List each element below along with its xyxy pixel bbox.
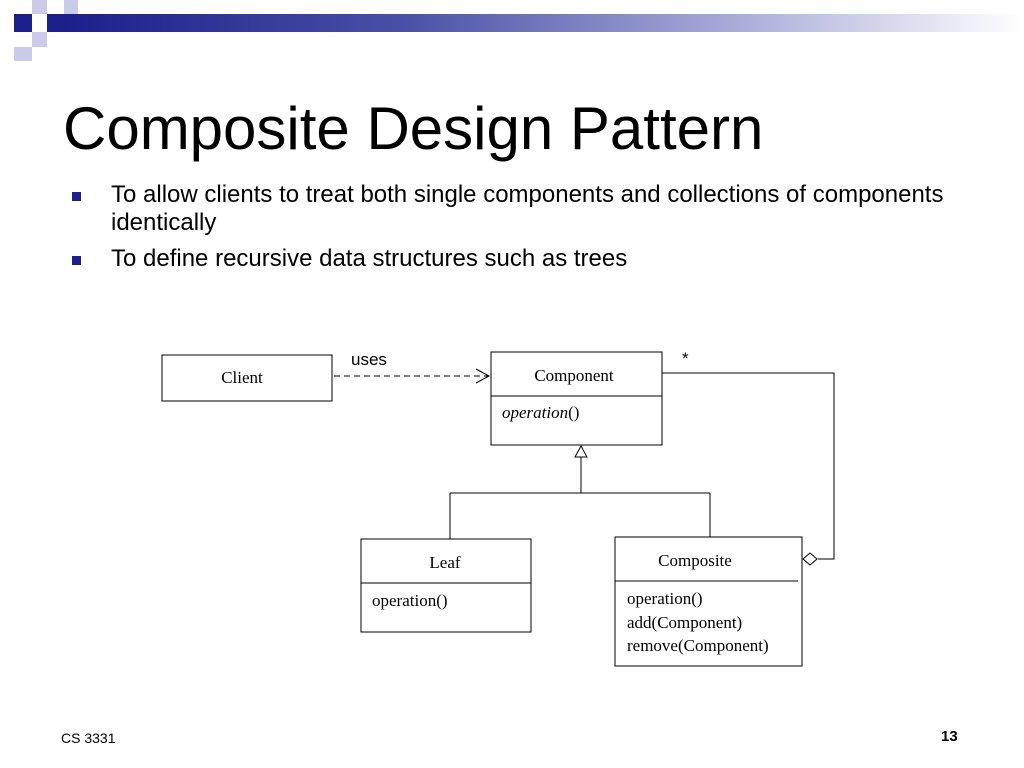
square-bullet-icon — [72, 192, 81, 201]
aggregation-association: * — [662, 349, 835, 566]
generalization — [449, 444, 711, 539]
component-class: Component operation() — [490, 351, 663, 446]
client-class: Client — [161, 354, 333, 402]
bullet-item: To allow clients to treat both single co… — [72, 181, 952, 237]
component-operation: operation() — [502, 403, 579, 422]
square-bullet-icon — [72, 256, 81, 265]
leaf-operation: operation() — [372, 591, 448, 610]
inheritance-triangle-icon — [574, 444, 588, 458]
title-gradient-bar — [64, 14, 1024, 32]
client-name: Client — [221, 368, 263, 387]
composite-method: add(Component) — [627, 613, 742, 632]
component-operation-parens: () — [568, 403, 579, 422]
component-operation-name: operation — [502, 403, 568, 422]
bullet-text: To define recursive data structures such… — [111, 245, 628, 272]
client-box — [161, 354, 333, 402]
deco-square-5 — [64, 0, 78, 14]
bullet-item: To define recursive data structures such… — [72, 245, 952, 273]
deco-square-6 — [14, 47, 32, 61]
composite-box — [614, 536, 803, 667]
open-arrow-icon — [475, 368, 491, 384]
leaf-name: Leaf — [429, 553, 460, 572]
component-name: Component — [534, 366, 614, 385]
leaf-box — [360, 538, 532, 633]
deco-square-2 — [32, 0, 47, 14]
page-number: 13 — [941, 728, 958, 745]
bullet-text: To allow clients to treat both single co… — [111, 181, 944, 236]
composite-method: operation() — [627, 589, 703, 608]
multiplicity-label: * — [682, 349, 689, 368]
component-box — [490, 351, 663, 446]
deco-square-1 — [14, 14, 32, 32]
composite-name: Composite — [658, 551, 732, 570]
leaf-class: Leaf operation() — [360, 538, 532, 633]
composite-method: remove(Component) — [627, 636, 769, 655]
aggregation-line — [662, 372, 835, 560]
uses-label: uses — [351, 350, 387, 369]
uses-dependency: uses — [334, 350, 491, 384]
bullet-list: To allow clients to treat both single co… — [72, 181, 952, 281]
aggregation-diamond-icon — [802, 552, 818, 566]
slide-title: Composite Design Pattern — [63, 95, 764, 162]
composite-class: Composite operation() add(Component) rem… — [614, 536, 803, 667]
deco-square-4 — [32, 32, 47, 47]
deco-square-3 — [47, 14, 64, 32]
footer-course: CS 3331 — [61, 730, 116, 746]
